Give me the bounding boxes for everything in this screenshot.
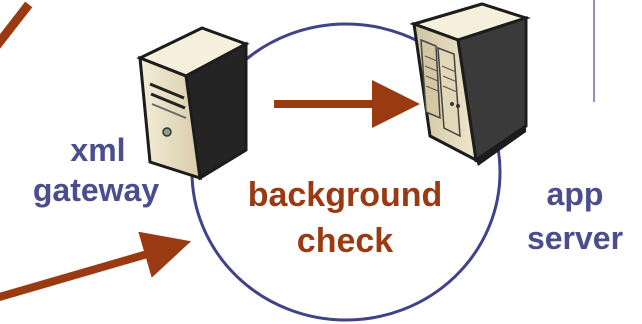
process-label-line2: check xyxy=(296,222,394,260)
app-server-label-line1: app xyxy=(546,176,604,212)
rack-server-icon xyxy=(409,2,531,166)
tower-server-icon xyxy=(136,26,250,181)
process-label-line1: background xyxy=(247,176,443,214)
app-server-label-line2: server xyxy=(526,220,624,256)
xml-gateway-label-line2: gateway xyxy=(32,172,160,208)
incoming-arrow-bottom xyxy=(0,231,192,302)
incoming-arrow-top xyxy=(0,1,33,49)
xml-gateway-label-line1: xml xyxy=(70,132,126,168)
